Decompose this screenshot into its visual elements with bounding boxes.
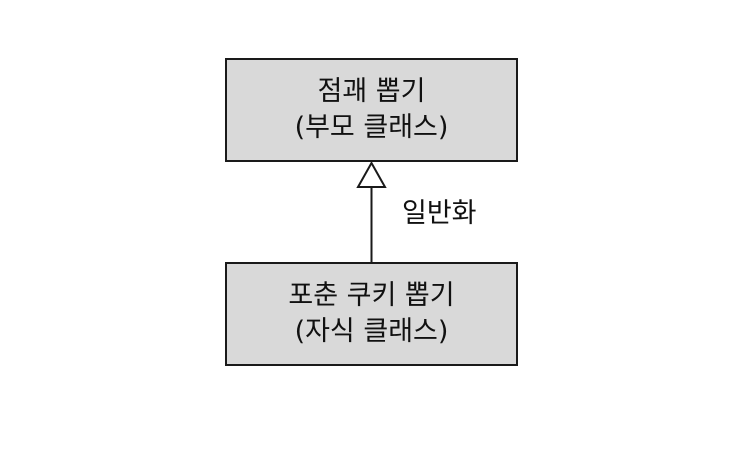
parent-class-role: (부모 클래스) — [294, 112, 449, 143]
hollow-triangle-arrowhead — [356, 160, 387, 188]
child-class-name: 포춘 쿠키 뽑기 — [288, 280, 455, 311]
child-class-box: 포춘 쿠키 뽑기 (자식 클래스) — [225, 262, 518, 366]
generalization-label: 일반화 — [402, 198, 477, 229]
child-class-role: (자식 클래스) — [294, 316, 449, 347]
parent-class-name: 점괘 뽑기 — [317, 76, 426, 107]
parent-class-box: 점괘 뽑기 (부모 클래스) — [225, 58, 518, 162]
